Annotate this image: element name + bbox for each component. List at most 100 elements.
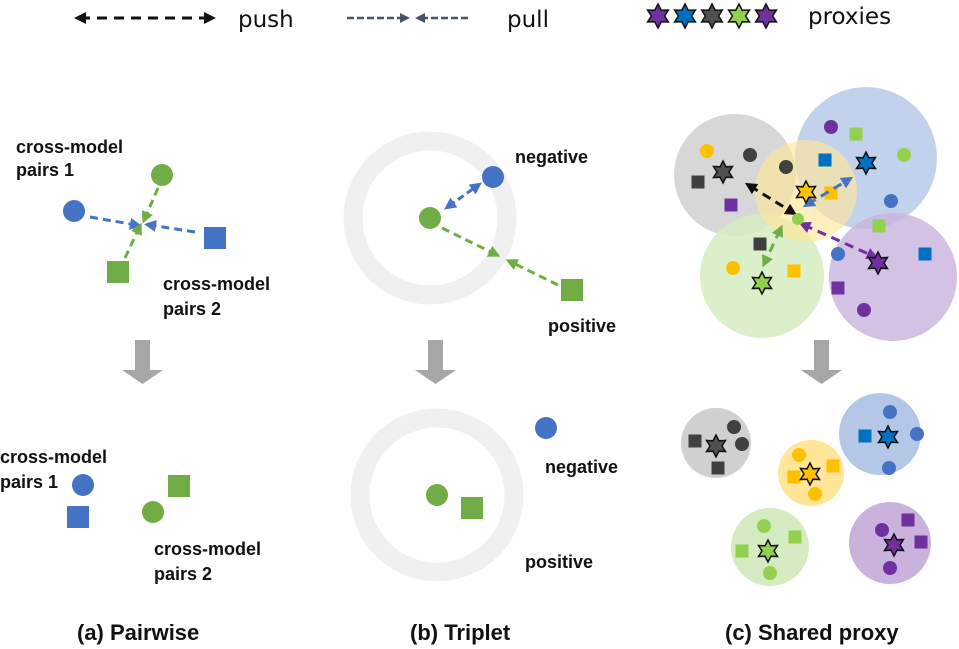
triplet-after-positive-label: positive bbox=[525, 552, 593, 572]
sample-circle bbox=[857, 303, 871, 317]
proxy-star-icon bbox=[867, 250, 889, 276]
sample-circle bbox=[824, 120, 838, 134]
shared-proxy-caption: (c) Shared proxy bbox=[725, 620, 899, 645]
sample-square bbox=[753, 237, 767, 251]
blue-circle-sample bbox=[72, 474, 94, 496]
sample-circle bbox=[897, 148, 911, 162]
proxy-star-icon bbox=[754, 2, 778, 30]
sample-square bbox=[691, 175, 705, 189]
proxy-star-icon bbox=[727, 2, 751, 30]
sample-square bbox=[788, 530, 802, 544]
sample-circle bbox=[735, 437, 749, 451]
blue-square-sample bbox=[67, 506, 89, 528]
pull-arrow bbox=[762, 224, 783, 268]
sample-circle bbox=[700, 144, 714, 158]
green-square-sample bbox=[168, 475, 190, 497]
triplet-after-negative-label: negative bbox=[545, 457, 618, 477]
positive-green-square bbox=[461, 497, 483, 519]
sample-square bbox=[831, 281, 845, 295]
sample-square bbox=[711, 461, 725, 475]
pull-arrow-green-1 bbox=[441, 226, 501, 257]
sample-square bbox=[858, 429, 872, 443]
proxy-star-icon bbox=[646, 2, 670, 30]
sample-square bbox=[818, 153, 832, 167]
proxy-star-icon bbox=[877, 424, 899, 450]
sample-circle bbox=[743, 148, 757, 162]
pull-arrow bbox=[744, 182, 798, 216]
green-circle-sample bbox=[151, 164, 173, 186]
proxy-star-icon bbox=[751, 270, 773, 296]
pull-arrow-green-2 bbox=[505, 259, 559, 287]
sample-square bbox=[849, 127, 863, 141]
sample-circle bbox=[727, 420, 741, 434]
anchor-green-circle bbox=[419, 207, 441, 229]
sample-circle bbox=[882, 461, 896, 475]
legend: push pull proxies bbox=[74, 2, 891, 33]
sample-circle bbox=[884, 194, 898, 208]
pairwise-before-label2-line1: cross-model bbox=[163, 274, 270, 294]
push-label: push bbox=[238, 7, 294, 33]
margin-ring bbox=[343, 131, 517, 305]
transform-arrow-icon bbox=[415, 340, 456, 384]
push-arrow-blue bbox=[444, 182, 482, 210]
sample-square bbox=[735, 544, 749, 558]
transform-arrow-icon bbox=[801, 340, 842, 384]
negative-blue-circle bbox=[482, 166, 504, 188]
pairwise-caption: (a) Pairwise bbox=[77, 620, 199, 645]
proxy-star-icon bbox=[855, 150, 877, 176]
triplet-caption: (b) Triplet bbox=[410, 620, 511, 645]
pairwise-after-label2-line1: cross-model bbox=[154, 539, 261, 559]
proxy-star-icon bbox=[705, 433, 727, 459]
sample-square bbox=[724, 198, 738, 212]
sample-circle bbox=[779, 160, 793, 174]
proxy-star-icon bbox=[757, 538, 779, 564]
proxy-star-icon bbox=[799, 461, 821, 487]
cluster-purple bbox=[829, 213, 957, 341]
proxy-star-icon bbox=[673, 2, 697, 30]
pairwise-before-label1-line2: pairs 1 bbox=[16, 160, 74, 180]
proxy-star-icon bbox=[700, 2, 724, 30]
proxy-star-icon bbox=[712, 159, 734, 185]
sample-circle bbox=[875, 523, 889, 537]
sample-circle bbox=[883, 561, 897, 575]
sample-square bbox=[901, 513, 915, 527]
blue-circle-sample bbox=[63, 200, 85, 222]
sample-circle bbox=[726, 261, 740, 275]
sample-circle bbox=[792, 213, 804, 225]
sample-circle bbox=[757, 519, 771, 533]
pull-arrow bbox=[802, 176, 854, 208]
proxies-label: proxies bbox=[808, 4, 891, 30]
pull-label: pull bbox=[507, 7, 549, 33]
proxy-star-icon bbox=[795, 179, 817, 205]
shared-proxy-before bbox=[674, 87, 957, 341]
transform-arrow-icon bbox=[122, 340, 163, 384]
pull-arrow bbox=[798, 221, 879, 260]
sample-square bbox=[872, 219, 886, 233]
triplet-before-negative-label: negative bbox=[515, 147, 588, 167]
sample-square bbox=[826, 459, 840, 473]
pull-arrow-green-2 bbox=[123, 222, 142, 259]
positive-green-square bbox=[561, 279, 583, 301]
sample-circle bbox=[808, 487, 822, 501]
pairwise-panel: cross-model pairs 1 cross-model pairs 2 … bbox=[0, 137, 270, 645]
sample-square bbox=[918, 247, 932, 261]
sample-square bbox=[914, 535, 928, 549]
sample-circle bbox=[831, 247, 845, 261]
sample-circle bbox=[792, 448, 806, 462]
sample-square bbox=[787, 264, 801, 278]
anchor-green-circle bbox=[426, 484, 448, 506]
pairwise-before-label2-line2: pairs 2 bbox=[163, 299, 221, 319]
sample-square bbox=[688, 434, 702, 448]
negative-blue-circle bbox=[535, 417, 557, 439]
pairwise-after-label1-line1: cross-model bbox=[0, 447, 107, 467]
pairwise-before-label1-line1: cross-model bbox=[16, 137, 123, 157]
shared-proxy-panel: (c) Shared proxy bbox=[674, 87, 957, 645]
sample-circle bbox=[883, 405, 897, 419]
green-circle-sample bbox=[142, 501, 164, 523]
pull-arrow-green-1 bbox=[141, 187, 160, 224]
sample-circle bbox=[763, 566, 777, 580]
pairwise-after-label1-line2: pairs 1 bbox=[0, 472, 58, 492]
pull-arrow-blue-2 bbox=[144, 219, 196, 234]
proxy-star-icon bbox=[883, 532, 905, 558]
